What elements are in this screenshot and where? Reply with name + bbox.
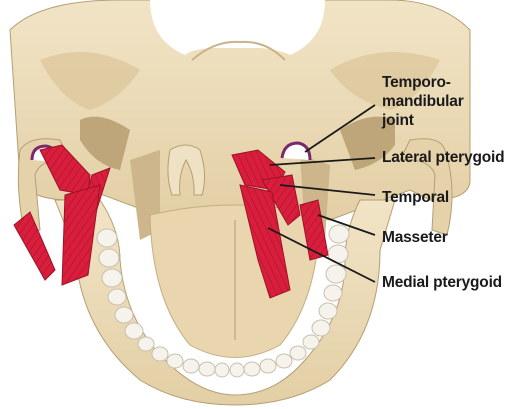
label-medial-pterygoid: Medial pterygoid (382, 273, 502, 292)
label-tmj-line3: joint (382, 111, 464, 130)
masseter-left (14, 212, 55, 280)
label-masseter: Masseter (382, 228, 448, 247)
label-tmj-line2: mandibular (382, 92, 464, 111)
foramen-magnum (150, 0, 325, 55)
label-tmj-line1: Temporo- (382, 73, 464, 92)
label-temporal: Temporal (382, 188, 449, 207)
label-tmj: Temporo- mandibular joint (382, 73, 464, 130)
label-lateral-pterygoid: Lateral pterygoid (382, 148, 504, 167)
